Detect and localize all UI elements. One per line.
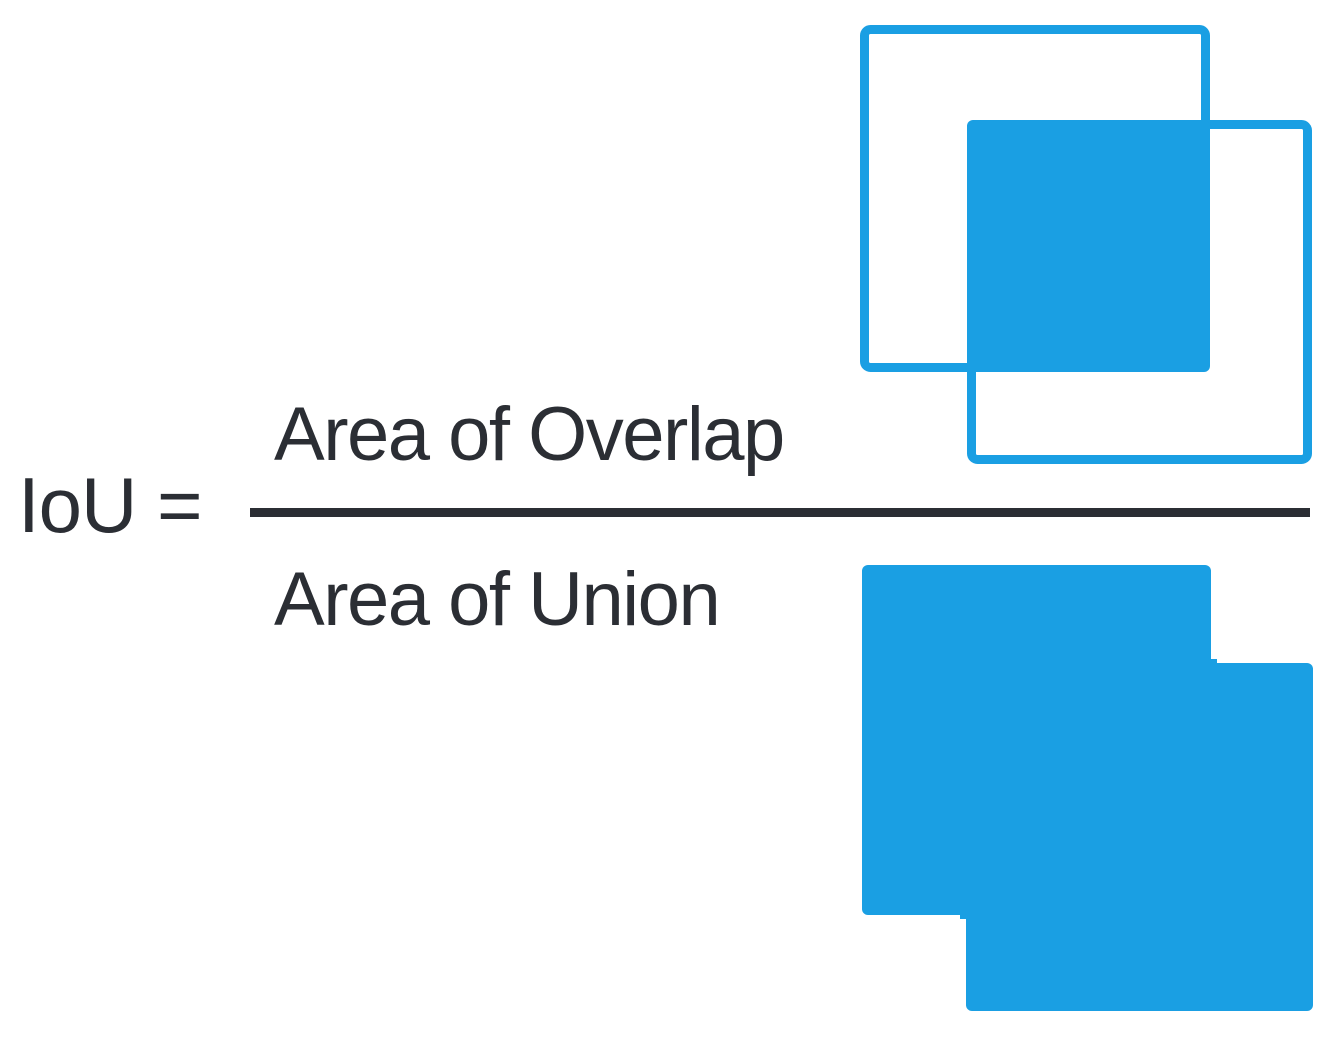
overlap-diagram	[840, 0, 1343, 500]
denominator-label: Area of Union	[274, 557, 721, 642]
union-seam-filler	[960, 659, 1217, 919]
union-diagram	[840, 540, 1343, 1043]
overlap-intersection-fill	[967, 120, 1210, 372]
numerator-label: Area of Overlap	[274, 392, 785, 477]
fraction-bar	[250, 508, 1310, 517]
iou-equals-label: IoU =	[18, 461, 203, 549]
